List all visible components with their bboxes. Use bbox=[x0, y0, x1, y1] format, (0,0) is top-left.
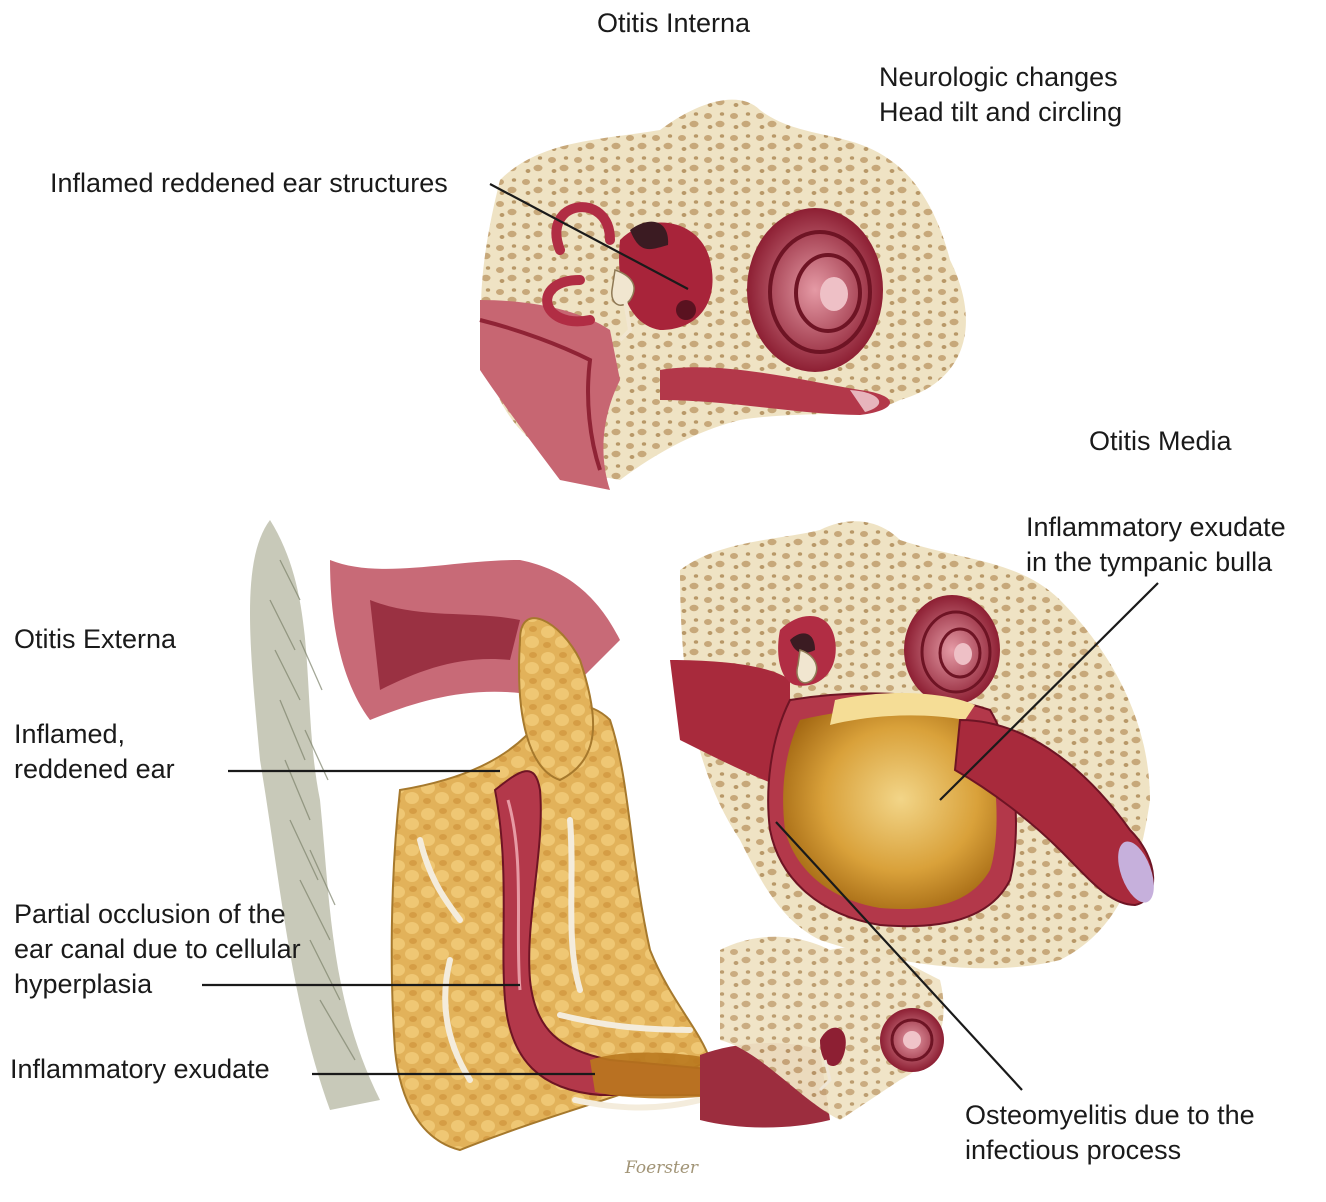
otitis-media-drawing bbox=[670, 521, 1161, 968]
label-osteomyelitis: Osteomyelitis due to the infectious proc… bbox=[965, 1098, 1255, 1168]
label-inflammatory-exudate-canal: Inflammatory exudate bbox=[10, 1052, 270, 1087]
label-inflamed-reddened-ear-structures: Inflamed reddened ear structures bbox=[50, 166, 448, 201]
title-otitis-interna: Otitis Interna bbox=[597, 6, 750, 41]
otitis-interna-drawing bbox=[480, 100, 966, 490]
label-neurologic-changes: Neurologic changes Head tilt and circlin… bbox=[879, 60, 1122, 130]
title-otitis-media: Otitis Media bbox=[1089, 424, 1232, 459]
label-partial-occlusion: Partial occlusion of the ear canal due t… bbox=[14, 897, 301, 1002]
artist-signature: Foerster bbox=[625, 1158, 698, 1178]
label-inflammatory-exudate-bulla: Inflammatory exudate in the tympanic bul… bbox=[1026, 510, 1286, 580]
label-inflamed-reddened-ear: Inflamed, reddened ear bbox=[14, 717, 175, 787]
title-otitis-externa: Otitis Externa bbox=[14, 622, 176, 657]
